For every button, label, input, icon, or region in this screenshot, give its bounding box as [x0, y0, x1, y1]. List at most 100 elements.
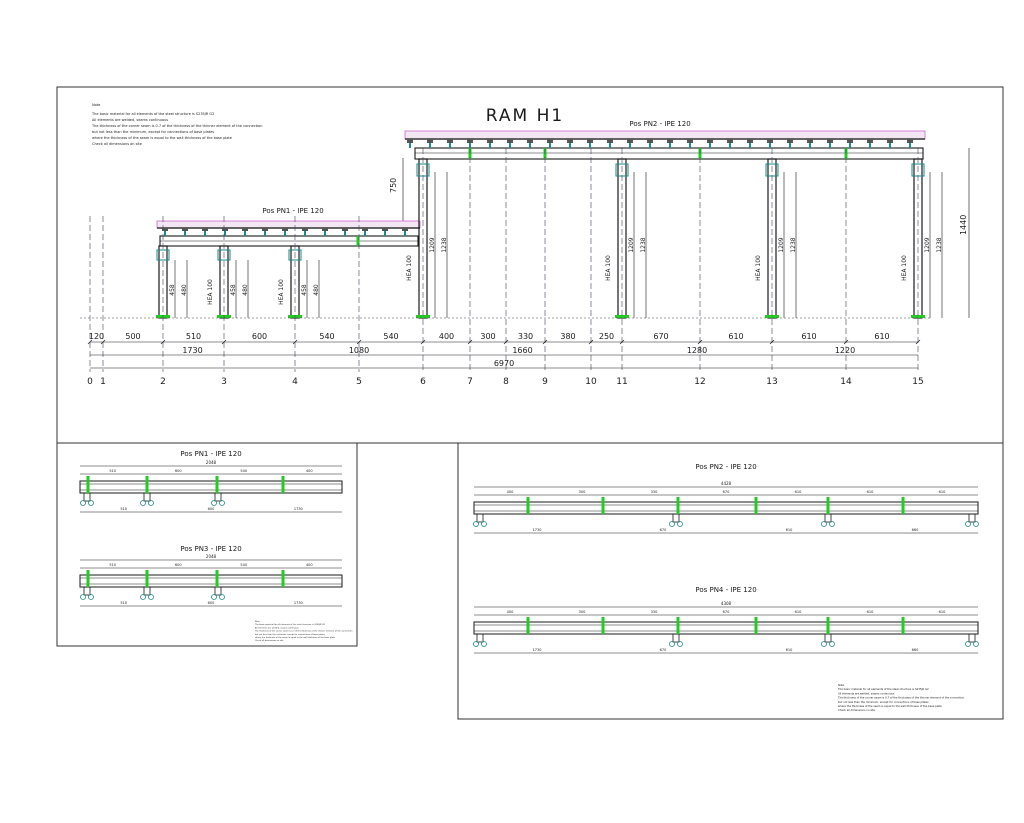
purlin-marker: [747, 139, 753, 143]
purlin-marker: [527, 139, 533, 143]
purlin-bracket: [164, 231, 166, 236]
top-dim: 300: [579, 610, 586, 614]
top-dim: 400: [507, 490, 514, 494]
purlin-bracket: [204, 231, 206, 236]
span-dim: 610: [874, 332, 889, 341]
detail-stiffener: [145, 570, 149, 587]
detail-support: [476, 633, 484, 643]
detail-stiffener: [826, 497, 830, 514]
note-line: The thickness of the corner seam is 0.7 …: [91, 124, 262, 128]
axis-number: 11: [616, 377, 627, 387]
top-dim: 330: [651, 490, 658, 494]
purlin-bracket: [829, 143, 831, 148]
bottom-dim: 600: [208, 601, 215, 605]
top-dim: 510: [109, 469, 116, 473]
support-bolt: [669, 641, 675, 647]
detail-stiffener: [145, 476, 149, 493]
detail-stiffener: [826, 617, 830, 634]
bottom-dim: 610: [786, 648, 793, 652]
dim-tick: [420, 339, 426, 345]
column-weld-cap: [217, 249, 231, 261]
dim-tick: [356, 339, 362, 345]
support-bolt: [965, 521, 971, 527]
column-height-dim: 1238: [790, 237, 797, 252]
purlin-bracket: [284, 231, 286, 236]
purlin-bracket: [729, 143, 731, 148]
detail-support: [672, 633, 680, 643]
purlin-bracket: [264, 231, 266, 236]
purlin-marker: [487, 139, 493, 143]
column-label: HEA 100: [207, 279, 214, 305]
purlin-bracket: [609, 143, 611, 148]
detail-title: Pos PN1 - IPE 120: [180, 450, 241, 458]
span-dim: 540: [319, 332, 334, 341]
top-dim: 610: [939, 610, 946, 614]
purlin-bracket: [749, 143, 751, 148]
axis-number: 13: [766, 377, 777, 387]
purlin-marker: [447, 139, 453, 143]
dim-tick: [100, 339, 106, 345]
bottom-dim: 1730: [294, 601, 303, 605]
support-bolt: [965, 641, 971, 647]
dim-tick: [467, 339, 473, 345]
small-note-line: The thickness of the corner seam is 0.7 …: [838, 696, 965, 700]
column-height-dim: 458: [169, 284, 176, 296]
bottom-dim: 600: [208, 507, 215, 511]
support-bolt: [88, 594, 94, 600]
column-height-dim: 1209: [628, 237, 635, 252]
purlin-marker: [362, 228, 368, 231]
dim-tick: [221, 339, 227, 345]
column-height-dim: 458: [230, 284, 237, 296]
dim-tick: [619, 339, 625, 345]
support-bolt: [148, 594, 154, 600]
detail-stiffener: [754, 617, 758, 634]
purlin-marker: [727, 139, 733, 143]
dim-tick: [503, 339, 509, 345]
small-note-line: All elements are welded, seams continuou…: [838, 691, 895, 695]
axis-number: 12: [694, 377, 705, 387]
column-height-dim: 1238: [936, 237, 943, 252]
bottom-dim: 1730: [533, 648, 542, 652]
top-dim: 400: [306, 469, 313, 473]
axis-number: 3: [221, 377, 227, 387]
small-note-line: Note: [255, 620, 261, 623]
purlin-marker: [667, 139, 673, 143]
column-height-dim: 480: [313, 284, 320, 296]
note-line: Check all dimensions on site: [92, 142, 142, 146]
purlin-bracket: [869, 143, 871, 148]
beam-upper-label: Pos PN2 - IPE 120: [629, 120, 690, 128]
purlin-bracket: [509, 143, 511, 148]
purlin-marker: [887, 139, 893, 143]
overall-dim: 4428: [721, 481, 732, 486]
note-line: All elements are welded, seams continuou…: [92, 118, 168, 122]
support-bolt: [481, 641, 487, 647]
bottom-dim: 670: [660, 648, 667, 652]
support-bolt: [973, 521, 979, 527]
column-base-plate: [416, 315, 430, 318]
purlin-bracket: [649, 143, 651, 148]
detail-stiffener: [601, 497, 605, 514]
support-bolt: [88, 500, 94, 506]
span-dim: 250: [599, 332, 614, 341]
small-note-line: Check all dimensions on site: [838, 708, 875, 712]
overall-dim: 4308: [721, 601, 732, 606]
detail-support: [968, 633, 976, 643]
column-height-dim: 480: [242, 284, 249, 296]
column-height-dim: 1209: [778, 237, 785, 252]
purlin-bracket: [384, 231, 386, 236]
purlin-marker: [707, 139, 713, 143]
bottom-dim: 610: [786, 528, 793, 532]
span-dim: 670: [653, 332, 668, 341]
support-bolt: [140, 594, 146, 600]
purlin-bracket: [549, 143, 551, 148]
purlin-marker: [407, 139, 413, 143]
span-dim: 400: [439, 332, 454, 341]
purlin-bracket: [909, 143, 911, 148]
purlin-marker: [322, 228, 328, 231]
axis-number: 6: [420, 377, 426, 387]
support-bolt: [677, 641, 683, 647]
detail-title: Pos PN2 - IPE 120: [695, 463, 756, 471]
